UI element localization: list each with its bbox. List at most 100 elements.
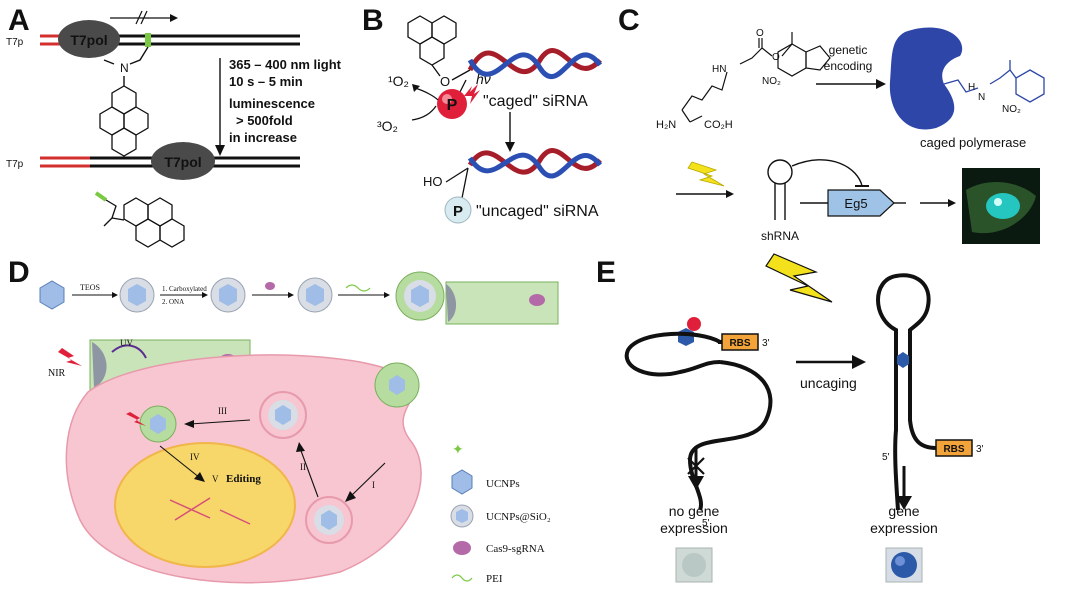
panel-b: B O P ¹O₂ ³O₂ hν "caged" siRNA HO [362,4,603,224]
light-range: 365 – 400 nm light [229,57,342,72]
caged-sirna-label: "caged" siRNA [483,93,588,110]
n-label-a: N [120,61,129,75]
step-v: V [212,474,219,484]
caged-polymerase-label: caged polymerase [920,135,1026,150]
uv-label: UV [120,338,133,348]
t7pol-enzyme-bottom [151,142,215,180]
rbs-left: RBS [729,338,750,349]
five-prime-right: 5' [882,452,890,463]
hairpin-3-strand [908,380,937,450]
t7pol-enzyme-top [58,20,120,58]
nir-bolt [58,348,82,366]
panel-e: E RBS 3' 5' uncaging RBS 3' 5' no [596,253,984,583]
chromatin [169,497,251,525]
bound-caging-group [897,352,909,368]
three-prime-left: 3' [762,338,770,349]
legend-cas9-icon [453,541,471,555]
sirna-strand-red-bottom [467,148,602,175]
cas9-free [265,282,275,290]
encoding-label: encoding [824,59,873,73]
fold-increase: > 500fold [236,113,293,128]
sirna-strand-blue-bottom [467,152,602,179]
uncaged-sirna-label: "uncaged" siRNA [476,203,599,220]
hv-bolt [464,84,480,104]
pyrene-top [99,85,149,157]
caged-polymerase-blob [889,27,963,130]
amine-label: H₂N [656,119,676,131]
p-label-uncaged: P [453,203,463,220]
panel-a-letter: A [8,4,30,37]
no-gene-line1: no gene [669,503,720,519]
t7pol-label-bottom: T7pol [164,154,201,170]
three-prime-right: 3' [976,444,984,455]
eg5-label: Eg5 [844,196,867,211]
t7p-label-top: T7p [6,37,24,48]
rbs-box-left [721,333,759,351]
pyrene-bottom [123,197,185,248]
light-bolt-e [765,253,833,303]
pei-polymer [345,284,371,292]
carbonyl-o: O [756,28,764,39]
panel-c: C HN O O NO₂ H₂N CO₂H genetic encoding [618,4,1045,244]
legend-cas9: Cas9-sgRNA [486,543,545,555]
shrna-loop [767,159,793,185]
cell-nucleus [114,442,296,568]
triplet-oxygen: ³O₂ [377,118,398,134]
luminescence-label: luminescence [229,96,315,111]
editing-label: Editing [226,473,261,485]
step-ona: 2. ONA [162,298,184,306]
hairpin-upper [876,273,931,380]
step-i: I [372,480,375,490]
teos-label: TEOS [80,283,100,292]
panel-c-letter: C [618,4,640,37]
probe-site [145,33,151,47]
panel-a: A T7p T7pol N 365 – 400 nm light 10 s – … [6,4,342,248]
endosome-1 [259,391,307,439]
released-probe [94,191,108,202]
panel-b-letter: B [362,4,384,37]
shrna-label: shRNA [761,229,799,243]
legend-ucnps-icon [451,469,473,495]
rbs-box-right [935,439,973,457]
nitro-left: NO₂ [762,76,781,87]
sirna-strand-red-top [467,48,602,75]
step-carboxylated: 1. Carboxylated [162,285,207,293]
step-iii: III [218,406,227,416]
legend-ona-star: ✦ [452,441,464,457]
legend-ucnps: UCNPs [486,478,520,490]
caging-group-blue [678,328,694,346]
uncaged-phosphate [444,196,472,224]
no-gene-line2: expression [660,520,728,536]
amide-n: N [978,92,985,103]
hairpin-5-strand [893,380,900,511]
panel-e-letter: E [596,256,616,289]
rna-loop-left [624,331,722,377]
genetic-label: genetic [829,43,868,57]
legend-pei: PEI [486,573,503,585]
five-prime-left: 5' [702,518,710,529]
increase-label: in increase [229,130,297,145]
legend-pei-icon [451,574,473,582]
step-iv: IV [190,452,200,462]
legend-sio2: UCNPs@SiO₂ [486,511,551,523]
gene-line1: gene [888,503,919,519]
caging-group-red [687,317,701,331]
nir-label: NIR [48,368,66,379]
light-bolt-c [687,161,725,187]
eg5-gene [827,189,895,217]
ester-o: O [772,52,780,63]
ho-label: HO [423,174,443,189]
gene-line2: expression [870,520,938,536]
nitro-right: NO₂ [1002,104,1021,115]
endosome-2 [305,496,353,544]
hv-label: hν [476,71,491,87]
irradiation-time: 10 s – 5 min [229,74,303,89]
amide-h: H [968,82,975,93]
rna-tail-left [687,360,773,511]
o-label-b: O [440,74,450,89]
step-ii: II [300,462,306,472]
anthracene [407,15,457,66]
ucnp-start [39,280,65,310]
inhibition-line [791,159,863,187]
